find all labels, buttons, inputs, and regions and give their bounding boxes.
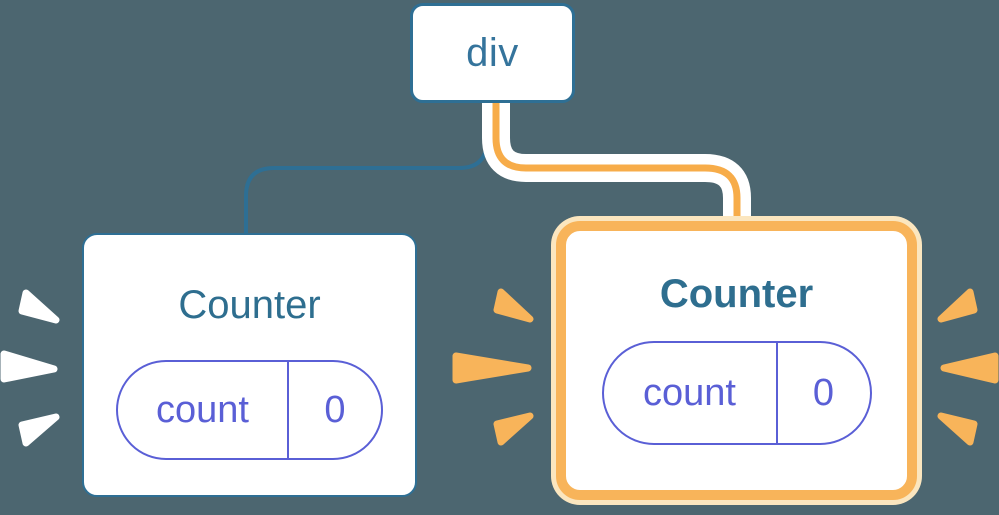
state-value: 0	[812, 371, 835, 414]
root-div-label: div	[466, 30, 519, 75]
state-key: count	[604, 343, 778, 443]
edge-root-to-right-counter-casing	[482, 103, 751, 224]
counter-card-left: Counter count 0	[82, 233, 417, 497]
state-pill: count 0	[601, 341, 872, 445]
sparkle-burst-orange-left-icon	[452, 288, 534, 446]
state-key: count	[118, 362, 289, 458]
counter-title: Counter	[178, 283, 321, 327]
edge-root-to-right-counter-core	[492, 103, 741, 232]
state-pill: count 0	[116, 360, 383, 460]
state-value: 0	[324, 388, 346, 431]
sparkle-burst-white-icon	[0, 289, 60, 447]
counter-card-right-highlighted: Counter count 0	[556, 221, 917, 500]
root-div-node: div	[410, 3, 575, 103]
counter-title: Counter	[659, 272, 814, 316]
edge-root-to-left-counter	[244, 103, 489, 236]
sparkle-burst-orange-right-icon	[937, 288, 999, 446]
